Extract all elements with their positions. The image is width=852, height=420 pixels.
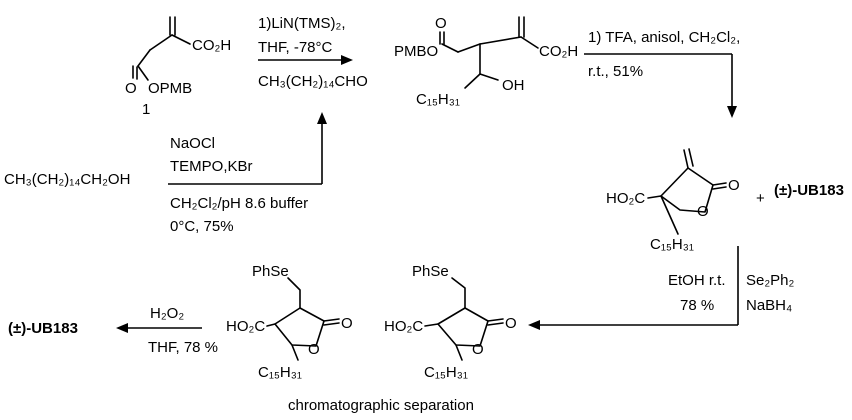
selenide-a-ring-o: O [308, 341, 320, 358]
compound-1-opmb: OPMB [148, 80, 192, 97]
intermediate-c15h31: C₁₅H₃₁ [416, 91, 460, 108]
selenide-a-c15h31: C₁₅H₃₁ [258, 364, 302, 381]
selenide-b-phse: PhSe [412, 263, 449, 280]
intermediate-pmbo: PMBO [394, 43, 438, 60]
selenide-solvent: EtOH r.t. [668, 272, 726, 289]
compound-1-co2h: CO₂H [192, 37, 231, 54]
elimination-conditions: THF, 78 % [148, 339, 218, 356]
lactone-product: HO₂C O O C₁₅H₃₁ + (±)-UB183 [606, 148, 844, 253]
selenide-a-carbonyl-o: O [341, 315, 353, 332]
aldol-step: 1)LiN(TMS)₂, THF, -78°C CH₃(CH₂)₁₄CHO [258, 15, 368, 90]
intermediate-oh: OH [502, 77, 525, 94]
aldol-intermediate: O PMBO CO₂H OH C₁₅H₃₁ [394, 15, 578, 108]
elimination-reagent: H₂O₂ [150, 305, 184, 322]
selenide-b-ho2c: HO₂C [384, 318, 423, 335]
compound-1-number: 1 [142, 101, 150, 118]
lactone-ring-o: O [697, 203, 709, 220]
selenide-step: EtOH r.t. 78 % Se₂Ph₂ NaBH₄ [528, 246, 795, 330]
aldol-reagent-1: 1)LiN(TMS)₂, [258, 15, 346, 32]
selenide-b: PhSe HO₂C O O C₁₅H₃₁ [384, 263, 517, 381]
selenide-a-ho2c: HO₂C [226, 318, 265, 335]
ub183-label: (±)-UB183 [774, 182, 844, 199]
selenide-b-c15h31: C₁₅H₃₁ [424, 364, 468, 381]
elimination-step: H₂O₂ THF, 78 % (±)-UB183 [8, 305, 218, 356]
selenide-reagent-1: Se₂Ph₂ [746, 272, 795, 289]
lactone-ho2c: HO₂C [606, 190, 645, 207]
oxidation-conditions: 0°C, 75% [170, 218, 234, 235]
intermediate-co2h: CO₂H [539, 43, 578, 60]
deprotection-line-1: 1) TFA, anisol, CH₂Cl₂, [588, 29, 740, 46]
compound-1: CO₂H O OPMB 1 [125, 16, 231, 118]
selenide-reagent-2: NaBH₄ [746, 297, 792, 314]
intermediate-carbonyl-o: O [435, 15, 447, 32]
oxidation-step: CH₃(CH₂)₁₄CH₂OH NaOCl TEMPO,KBr CH₂Cl₂/p… [4, 112, 327, 235]
compound-1-carbonyl-o: O [125, 80, 137, 97]
aldol-reagent-2: THF, -78°C [258, 39, 333, 56]
lactone-c15h31: C₁₅H₃₁ [650, 236, 694, 253]
selenide-a-phse: PhSe [252, 263, 289, 280]
selenide-yield: 78 % [680, 297, 714, 314]
selenide-b-carbonyl-o: O [505, 315, 517, 332]
selenide-a: PhSe HO₂C O O C₁₅H₃₁ [226, 263, 353, 381]
aldol-aldehyde: CH₃(CH₂)₁₄CHO [258, 73, 368, 90]
oxidation-reagent-2: TEMPO,KBr [170, 158, 253, 175]
final-ub183-label: (±)-UB183 [8, 320, 78, 337]
deprotection-line-2: r.t., 51% [588, 63, 643, 80]
oxidation-solvent: CH₂Cl₂/pH 8.6 buffer [170, 195, 308, 212]
selenide-b-ring-o: O [472, 341, 484, 358]
lactone-carbonyl-o: O [728, 177, 740, 194]
deprotection-step: 1) TFA, anisol, CH₂Cl₂, r.t., 51% [584, 29, 740, 118]
separation-caption: chromatographic separation [288, 397, 474, 414]
alcohol-formula: CH₃(CH₂)₁₄CH₂OH [4, 171, 130, 188]
plus-sign: + [756, 190, 765, 207]
oxidation-reagent-1: NaOCl [170, 135, 215, 152]
